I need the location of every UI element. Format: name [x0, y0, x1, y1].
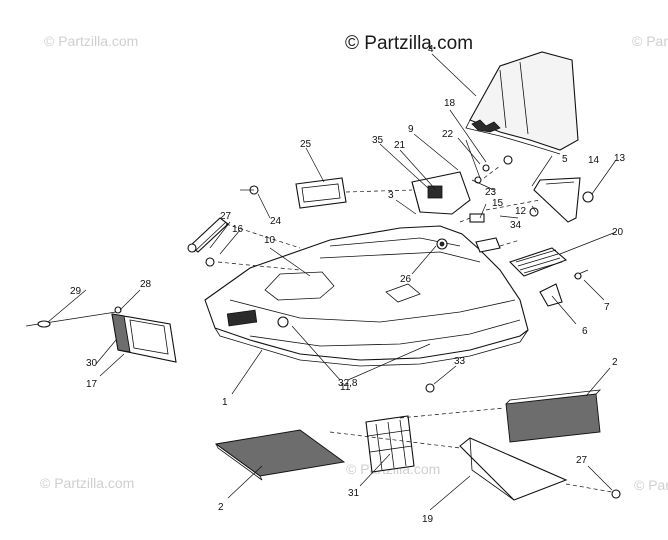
callout-35: 35 [372, 135, 384, 146]
callout-30: 30 [86, 358, 98, 369]
callout-19: 19 [422, 514, 434, 525]
callout-1: 1 [222, 397, 228, 408]
assembly-lines [217, 165, 613, 493]
side-shield [459, 437, 568, 501]
callout-12: 12 [515, 206, 527, 217]
callout-28: 28 [140, 279, 152, 290]
bottom-pad-left [214, 429, 346, 481]
callout-33: 33 [454, 356, 466, 367]
callout-11: 11 [340, 382, 351, 393]
callout-29: 29 [70, 286, 82, 297]
callout-14: 14 [588, 155, 600, 166]
callout-18: 18 [444, 98, 456, 109]
callout-6: 6 [582, 326, 588, 337]
callout-23: 23 [485, 187, 497, 198]
callout-labels: 4 18 9 35 21 22 18 23 25 3 15 5 14 13 12… [70, 44, 626, 525]
callout-25: 25 [300, 139, 312, 150]
callout-32-8: 32,8 [338, 378, 358, 389]
windshield [465, 51, 579, 155]
hood-body [204, 225, 529, 367]
callout-2-left: 2 [218, 502, 224, 513]
hood-hinge-rod [187, 217, 229, 267]
watermark-top-right: © Partzilla.com [632, 33, 668, 49]
callout-9: 9 [408, 124, 414, 135]
headlight-assembly [25, 306, 177, 363]
callout-24: 24 [270, 216, 282, 227]
insulation-pad-right [505, 389, 602, 443]
callout-7: 7 [604, 302, 610, 313]
callout-5: 5 [562, 154, 568, 165]
watermark-top-left: © Partzilla.com [44, 33, 138, 49]
mesh-screen [365, 415, 415, 473]
small-hardware [240, 155, 621, 499]
callout-16: 16 [232, 224, 244, 235]
callout-2-right: 2 [612, 357, 618, 368]
callout-22: 22 [442, 129, 454, 140]
front-grille [295, 177, 347, 209]
side-vent [508, 247, 568, 277]
callout-31: 31 [348, 488, 360, 499]
callout-34: 34 [510, 220, 522, 231]
watermark-bottom-right: © Partzilla.com [634, 477, 668, 493]
callout-15: 15 [492, 198, 504, 209]
callout-3: 3 [388, 190, 394, 201]
callout-27-top: 27 [220, 211, 232, 222]
callout-26: 26 [400, 274, 412, 285]
callout-21: 21 [394, 140, 406, 151]
callout-4: 4 [428, 44, 434, 55]
callout-27-bottom: 27 [576, 455, 588, 466]
watermark-bottom-left: © Partzilla.com [40, 475, 134, 491]
callout-20: 20 [612, 227, 624, 238]
callout-10: 10 [264, 235, 276, 246]
leader-lines [47, 53, 617, 511]
dashboard-panel [411, 171, 471, 215]
windshield-bracket [533, 177, 594, 223]
callout-17: 17 [86, 379, 98, 390]
watermark-main: © Partzilla.com [345, 33, 473, 54]
callout-13: 13 [614, 153, 626, 164]
